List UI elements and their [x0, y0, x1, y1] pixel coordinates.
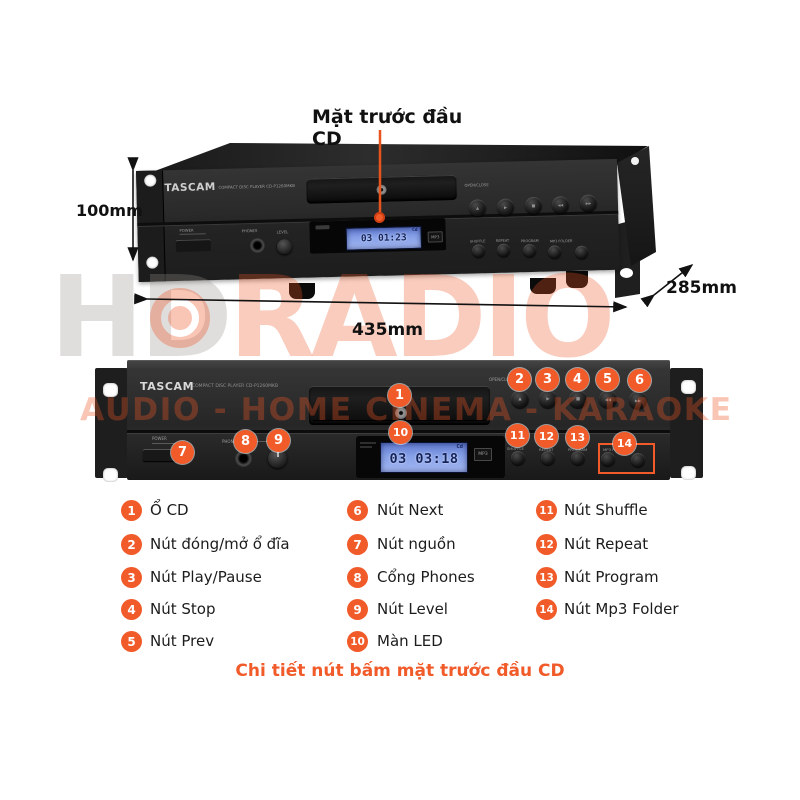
shuffle-label: SHUFFLE [507, 446, 524, 451]
callout-4: 4 [566, 368, 589, 391]
panel-print-line [152, 443, 176, 444]
repeat-label: REPEAT [539, 447, 554, 452]
callout-9: 9 [267, 429, 290, 452]
depth-dimension-arrow [640, 264, 694, 308]
left-rack-ear [95, 368, 128, 482]
callout-13: 13 [566, 426, 589, 449]
callout-12: 12 [535, 425, 558, 448]
brand-logo: TASCAM [140, 380, 195, 393]
folder-fwd-button [631, 453, 645, 467]
legend-label-10: Màn LED [377, 632, 443, 650]
callout-10: 10 [389, 421, 412, 444]
legend-label-8: Cổng Phones [377, 568, 475, 586]
legend-num-12: 12 [536, 534, 557, 555]
callout-11: 11 [506, 424, 529, 447]
legend-label-5: Nút Prev [150, 632, 215, 650]
open-close-label: OPEN/CLOSE [489, 377, 515, 382]
legend-num-14: 14 [536, 599, 557, 620]
shuffle-button [511, 451, 525, 465]
legend-label-12: Nút Repeat [564, 535, 649, 553]
bezel-print [360, 446, 372, 448]
legend-label-3: Nút Play/Pause [150, 568, 262, 586]
level-knob [268, 449, 287, 468]
legend-label-7: Nút nguồn [377, 535, 456, 553]
legend-label-14: Nút Mp3 Folder [564, 600, 679, 618]
callout-6: 6 [628, 369, 651, 392]
callout-1: 1 [388, 384, 411, 407]
lcd-digits: 03 03:18 [389, 451, 459, 467]
stop-button: ■ [569, 390, 587, 408]
power-label: POWER [152, 436, 167, 441]
screw-hole [103, 383, 118, 397]
right-rack-ear [670, 368, 703, 480]
width-dimension-label: 435mm [352, 320, 423, 340]
legend-num-10: 10 [347, 631, 368, 652]
cd-logo-icon [395, 407, 407, 419]
pointer-dot [374, 212, 385, 223]
legend-label-4: Nút Stop [150, 600, 216, 618]
legend-num-2: 2 [121, 534, 142, 555]
next-icon: ▶▶ [634, 397, 642, 403]
play-pause-button: ▶ [539, 390, 557, 408]
program-label: PROGRAM [568, 447, 588, 452]
legend-label-1: Ổ CD [150, 501, 189, 519]
legend-label-11: Nút Shuffle [564, 501, 648, 519]
prev-icon: ◀◀ [604, 396, 612, 402]
mp3-badge: MP3 [474, 448, 492, 461]
phones-label: PHONES [222, 439, 239, 444]
callout-2: 2 [508, 368, 531, 391]
legend-num-9: 9 [347, 599, 368, 620]
rear-ear-screw-hole [620, 268, 633, 278]
legend-label-13: Nút Program [564, 568, 659, 586]
legend-num-6: 6 [347, 500, 368, 521]
width-dimension-arrow [134, 293, 628, 313]
callout-7: 7 [171, 441, 194, 464]
lcd-screen: Cd 03 03:18 [380, 442, 468, 473]
screw-hole [103, 468, 118, 482]
legend-label-9: Nút Level [377, 600, 448, 618]
legend-num-5: 5 [121, 631, 142, 652]
eject-button: ▲ [511, 390, 529, 408]
play-pause-icon: ▶ [546, 396, 550, 402]
depth-dimension-label: 285mm [666, 278, 737, 298]
legend-num-13: 13 [536, 567, 557, 588]
bezel-print [360, 442, 376, 444]
legend-num-7: 7 [347, 534, 368, 555]
eject-icon: ▲ [518, 396, 522, 402]
height-dimension-label: 100mm [76, 201, 143, 220]
legend-label-2: Nút đóng/mở ổ đĩa [150, 535, 290, 553]
legend-num-8: 8 [347, 567, 368, 588]
legend-num-3: 3 [121, 567, 142, 588]
cd-indicator: Cd [456, 444, 463, 450]
callout-14: 14 [613, 432, 636, 455]
screw-hole [681, 380, 696, 394]
front-panel-label: Mặt trước đầu CD [312, 106, 463, 150]
repeat-button [541, 451, 555, 465]
knob-notch [277, 451, 279, 457]
panel-print-line [247, 441, 269, 442]
callout-8: 8 [234, 430, 257, 453]
phones-jack [235, 450, 252, 467]
unit-foot [566, 271, 588, 288]
tray-slot-line [313, 420, 486, 421]
legend-num-11: 11 [536, 500, 557, 521]
caption: Chi tiết nút bấm mặt trước đầu CD [235, 661, 565, 681]
power-button [143, 449, 178, 461]
top-screw-hole [631, 157, 639, 165]
next-button: ▶▶ [629, 391, 647, 409]
stop-icon: ■ [575, 396, 581, 402]
model-text: COMPACT DISC PLAYER CD-P1260MKB [192, 384, 279, 389]
callout-5: 5 [596, 368, 619, 391]
legend-num-1: 1 [121, 500, 142, 521]
program-button [571, 451, 585, 465]
unit-foot [530, 278, 556, 294]
callout-3: 3 [536, 368, 559, 391]
legend-label-6: Nút Next [377, 501, 444, 519]
screw-hole [681, 466, 696, 480]
display-bezel: Cd 03 03:18 MP3 [356, 436, 505, 478]
folder-back-button [601, 452, 615, 466]
legend-num-4: 4 [121, 599, 142, 620]
prev-button: ◀◀ [599, 390, 617, 408]
